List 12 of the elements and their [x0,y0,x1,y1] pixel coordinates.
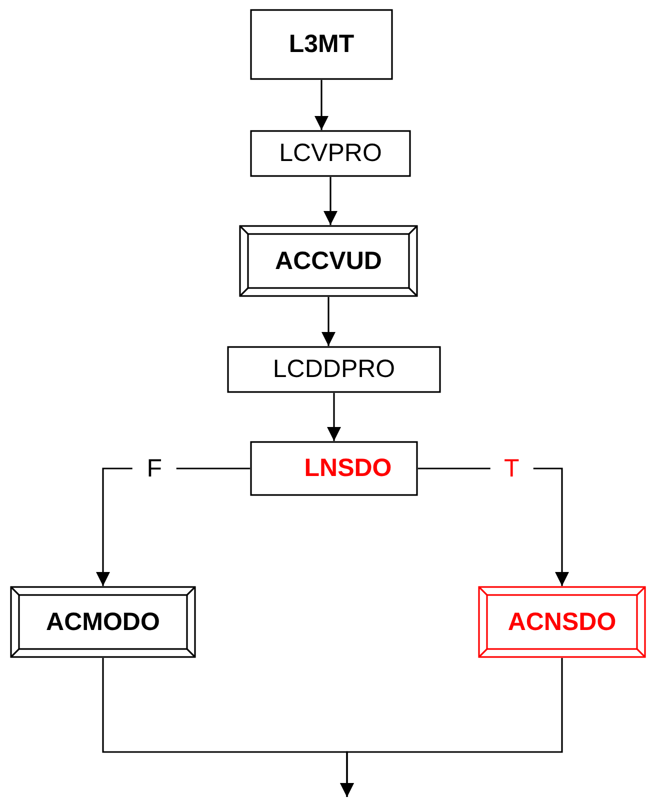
node-label: ACNSDO [508,608,616,636]
arrow [314,80,328,130]
node-label: LNSDO [304,454,392,483]
node-label: L3MT [288,30,354,59]
node-label: LCVPRO [279,139,382,168]
arrow [324,177,338,225]
arrow [340,658,563,797]
node-label: LCDDPRO [272,355,396,384]
arrow [327,393,341,441]
arrow [322,297,336,346]
node-label: ACMODO [46,608,160,636]
node-label: ACCVUD [275,246,382,276]
